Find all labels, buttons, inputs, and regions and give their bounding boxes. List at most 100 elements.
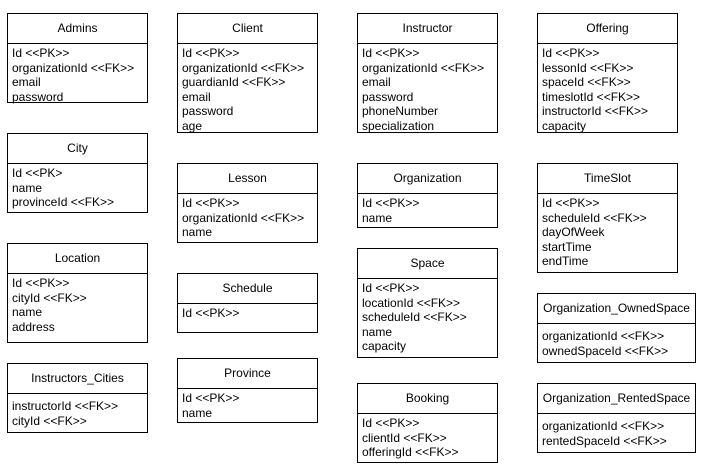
entity-client[interactable]: Client Id <<PK>> organizationId <<FK>> g… [177,13,318,133]
entity-field: Id <<PK>> [362,416,420,430]
entity-title: Organization [358,164,497,194]
entity-organization[interactable]: Organization Id <<PK>> name [357,163,498,228]
entity-organization-rentedspace[interactable]: Organization_RentedSpace organizationId … [537,383,696,453]
field-list: Id <<PK>> organizationId <<FK>> name [178,194,317,240]
entity-schedule[interactable]: Schedule Id <<PK>> [177,273,318,333]
entity-title: Admins [8,14,147,44]
entity-field: scheduleId <<FK>> [362,310,467,325]
entity-field: email [182,89,211,104]
field-list: Id <<PK>> name [358,194,497,225]
entity-field: endTime [542,254,589,269]
entity-field: rentedSpaceId <<FK>> [542,433,667,448]
field-list: Id <<PK>> cityId <<FK>> name address [8,274,147,334]
field-list: organizationId <<FK>> rentedSpaceId <<FK… [538,414,695,448]
entity-title: Instructors_Cities [8,364,147,394]
entity-lesson[interactable]: Lesson Id <<PK>> organizationId <<FK>> n… [177,163,318,243]
field-list: Id <<PK>> locationId <<FK>> scheduleId <… [358,279,497,354]
entity-title: Schedule [178,274,317,304]
entity-organization-ownedspace[interactable]: Organization_OwnedSpace organizationId <… [537,293,696,363]
entity-field: organizationId <<FK>> [182,210,305,225]
entity-title: Organization_OwnedSpace [538,294,695,324]
entity-field: Id <<PK>> [542,46,600,60]
entity-field: organizationId <<FK>> [542,329,665,343]
entity-field: provinceId <<FK>> [12,195,115,210]
field-list: Id <<PK>> organizationId <<FK>> email pa… [8,44,147,104]
field-list: Id <<PK>> scheduleId <<FK>> dayOfWeek st… [538,194,677,269]
entity-field: name [12,180,43,195]
entity-field: scheduleId <<FK>> [542,210,647,225]
entity-field: age [182,118,203,133]
entity-space[interactable]: Space Id <<PK>> locationId <<FK>> schedu… [357,248,498,358]
field-list: Id <<PK>> name [178,389,317,420]
entity-offering[interactable]: Offering Id <<PK>> lessonId <<FK>> space… [537,13,678,133]
entity-instructor[interactable]: Instructor Id <<PK>> organizationId <<FK… [357,13,498,133]
entity-title: Offering [538,14,677,44]
field-list: Id <<PK>> lessonId <<FK>> spaceId <<FK>>… [538,44,677,134]
entity-field: Id <<PK>> [182,306,240,320]
entity-title: Instructor [358,14,497,44]
entity-field: locationId <<FK>> [362,295,461,310]
entity-field: instructorId <<FK>> [12,399,119,413]
entity-field: organizationId <<FK>> [362,60,485,75]
entity-province[interactable]: Province Id <<PK>> name [177,358,318,423]
entity-field: name [182,225,213,240]
entity-title: Province [178,359,317,389]
entity-field: name [12,305,43,320]
field-list: Id <<PK> name provinceId <<FK>> [8,164,147,210]
entity-title: Lesson [178,164,317,194]
entity-field: cityId <<FK>> [12,290,87,305]
entity-field: Id <<PK>> [362,196,420,210]
entity-field: email [362,75,391,90]
entity-field: Id <<PK>> [12,276,70,290]
entity-field: email [12,75,41,90]
entity-field: dayOfWeek [542,225,605,240]
entity-city[interactable]: City Id <<PK> name provinceId <<FK>> [7,133,148,213]
entity-field: name [362,210,393,225]
entity-title: TimeSlot [538,164,677,194]
entity-field: clientId <<FK>> [362,430,447,445]
field-list: Id <<PK>> clientId <<FK>> offeringId <<F… [358,414,497,460]
entity-field: capacity [542,118,587,133]
field-list: organizationId <<FK>> ownedSpaceId <<FK>… [538,324,695,358]
entity-field: Id <<PK>> [182,391,240,405]
entity-location[interactable]: Location Id <<PK>> cityId <<FK>> name ad… [7,243,148,343]
entity-field: startTime [542,239,592,254]
entity-booking[interactable]: Booking Id <<PK>> clientId <<FK>> offeri… [357,383,498,463]
entity-field: cityId <<FK>> [12,413,87,428]
entity-field: address [12,319,55,334]
entity-field: ownedSpaceId <<FK>> [542,343,669,358]
entity-title: Location [8,244,147,274]
entity-field: name [182,405,213,420]
field-list: Id <<PK>> organizationId <<FK>> email pa… [358,44,497,134]
entity-field: phoneNumber [362,104,439,119]
entity-title: Booking [358,384,497,414]
entity-timeslot[interactable]: TimeSlot Id <<PK>> scheduleId <<FK>> day… [537,163,678,273]
entity-field: lessonId <<FK>> [542,60,634,75]
entity-field: organizationId <<FK>> [182,60,305,75]
field-list: Id <<PK>> organizationId <<FK>> guardian… [178,44,317,134]
entity-field: Id <<PK>> [542,196,600,210]
entity-instructors-cities[interactable]: Instructors_Cities instructorId <<FK>> c… [7,363,148,433]
entity-field: password [12,89,64,104]
entity-field: specialization [362,118,435,133]
entity-field: guardianId <<FK>> [182,75,286,90]
entity-field: Id <<PK>> [362,281,420,295]
entity-field: Id <<PK> [12,166,63,180]
entity-field: spaceId <<FK>> [542,75,631,90]
entity-field: Id <<PK>> [362,46,420,60]
entity-field: offeringId <<FK>> [362,445,459,460]
entity-field: capacity [362,339,407,354]
entity-title: Client [178,14,317,44]
entity-field: name [362,324,393,339]
entity-field: organizationId <<FK>> [542,419,665,433]
entity-field: Id <<PK>> [182,46,240,60]
entity-admins[interactable]: Admins Id <<PK>> organizationId <<FK>> e… [7,13,148,104]
entity-field: password [362,89,414,104]
entity-field: instructorId <<FK>> [542,104,649,119]
entity-title: Organization_RentedSpace [538,384,695,414]
entity-title: City [8,134,147,164]
entity-field: password [182,104,234,119]
field-list: Id <<PK>> [178,304,317,321]
field-list: instructorId <<FK>> cityId <<FK>> [8,394,147,428]
entity-title: Space [358,249,497,279]
